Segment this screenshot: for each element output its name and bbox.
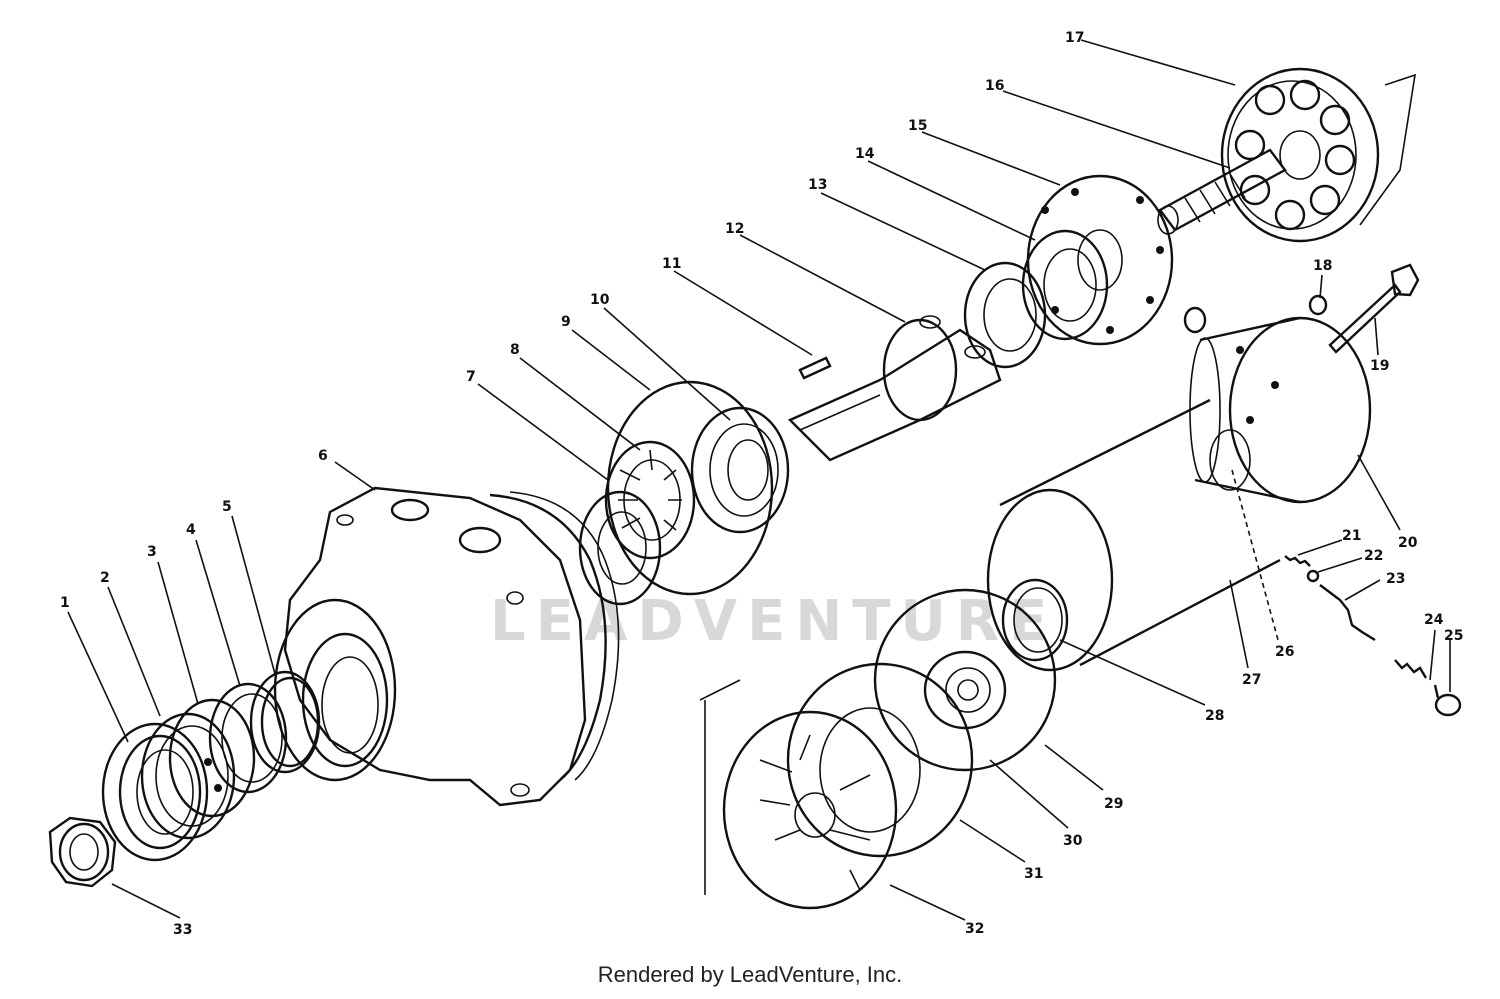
part-24-spring — [1394, 659, 1428, 679]
part-4-washer — [208, 682, 288, 794]
callout-8: 8 — [510, 342, 520, 358]
credit-footer: Rendered by LeadVenture, Inc. — [597, 962, 903, 987]
part-8-thrust-bearing — [604, 440, 696, 560]
callout-4: 4 — [186, 522, 196, 538]
callout-23: 23 — [1386, 571, 1405, 587]
part-7-bearing-race — [578, 490, 662, 606]
part-9-o-ring — [606, 380, 774, 596]
callout-31: 31 — [1024, 866, 1043, 882]
part-14-thrust-bearing — [1021, 229, 1109, 341]
callout-33: 33 — [173, 922, 192, 938]
callout-11: 11 — [662, 256, 681, 272]
part-3-snap-ring — [168, 698, 256, 818]
callout-16: 16 — [985, 78, 1004, 94]
part-31-valve-plate — [786, 662, 974, 858]
part-10-bearing — [690, 406, 790, 534]
part-32-end-plate — [699, 679, 898, 910]
part-2-washer — [140, 712, 236, 840]
part-11-key — [798, 356, 832, 380]
callout-15: 15 — [908, 118, 927, 134]
part-28-o-ring — [1001, 578, 1069, 662]
callout-30: 30 — [1063, 833, 1083, 849]
part-22-ball — [1306, 569, 1320, 583]
part-6-housing — [273, 486, 620, 807]
callout-18: 18 — [1313, 258, 1332, 274]
part-29-commutator — [873, 588, 1057, 772]
callout-1: 1 — [60, 595, 70, 611]
part-17-rotor-housing — [1220, 67, 1416, 243]
callout-28: 28 — [1205, 708, 1224, 724]
watermark: LEADVENTURE — [490, 589, 1057, 654]
callout-21: 21 — [1342, 528, 1361, 544]
part-19-bolt — [1328, 263, 1420, 354]
callout-20: 20 — [1398, 535, 1418, 551]
callout-29: 29 — [1104, 796, 1123, 812]
callout-27: 27 — [1242, 672, 1261, 688]
part-15-plate — [1026, 174, 1174, 346]
callout-32: 32 — [965, 921, 984, 937]
part-5-o-ring — [249, 670, 321, 774]
part-33-hex-nut — [48, 816, 117, 888]
part-23-poppet — [1319, 584, 1376, 642]
part-1-seal — [101, 722, 209, 862]
callout-9: 9 — [561, 314, 571, 330]
part-20-end-cap — [1183, 306, 1372, 504]
callout-2: 2 — [100, 570, 110, 586]
callout-7: 7 — [466, 369, 476, 385]
part-13-needle-bearing — [963, 261, 1047, 369]
callout-19: 19 — [1370, 358, 1389, 374]
callout-3: 3 — [147, 544, 157, 560]
part-21-spring — [1284, 555, 1311, 567]
callout-24: 24 — [1424, 612, 1444, 628]
callout-labels: 1 2 3 4 5 6 7 8 9 10 11 12 13 14 15 16 1… — [60, 30, 1463, 938]
callout-6: 6 — [318, 448, 328, 464]
part-18-washer — [1308, 294, 1328, 316]
leader-lines — [67, 39, 1451, 921]
callout-26: 26 — [1275, 644, 1294, 660]
callout-10: 10 — [590, 292, 610, 308]
callout-12: 12 — [725, 221, 744, 237]
callout-13: 13 — [808, 177, 827, 193]
part-27-cylinder — [986, 398, 1281, 672]
part-25-plug — [1433, 684, 1462, 717]
callout-5: 5 — [222, 499, 232, 515]
callout-22: 22 — [1364, 548, 1383, 564]
callout-25: 25 — [1444, 628, 1463, 644]
callout-17: 17 — [1065, 30, 1084, 46]
callout-14: 14 — [855, 146, 875, 162]
